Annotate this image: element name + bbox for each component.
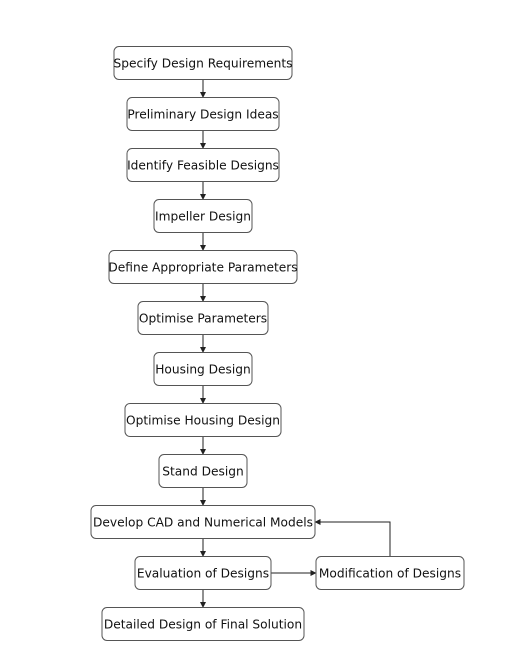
node-box <box>158 454 248 488</box>
node-label: Optimise Parameters <box>139 312 267 326</box>
node-label: Specify Design Requirements <box>114 57 293 71</box>
node-box <box>134 556 272 590</box>
node-specify-design-requirements: Specify Design Requirements <box>113 46 293 80</box>
edge-modify-to-cad <box>314 519 391 557</box>
node-optimise-parameters: Optimise Parameters <box>137 301 269 335</box>
node-optimise-housing-design: Optimise Housing Design <box>124 403 282 437</box>
nodes-layer: Specify Design Requirements Preliminary … <box>90 46 465 641</box>
node-label: Develop CAD and Numerical Models <box>93 516 313 530</box>
node-preliminary-design-ideas: Preliminary Design Ideas <box>126 97 280 131</box>
node-label: Preliminary Design Ideas <box>127 108 278 122</box>
node-identify-feasible-designs: Identify Feasible Designs <box>126 148 280 182</box>
node-box <box>90 505 316 539</box>
node-label: Optimise Housing Design <box>126 414 280 428</box>
node-label: Impeller Design <box>155 210 251 224</box>
node-stand-design: Stand Design <box>158 454 248 488</box>
node-box <box>101 607 305 641</box>
node-label: Identify Feasible Designs <box>127 159 279 173</box>
node-box <box>113 46 293 80</box>
node-box <box>137 301 269 335</box>
node-label: Detailed Design of Final Solution <box>104 618 302 632</box>
node-housing-design: Housing Design <box>153 352 253 386</box>
node-box <box>126 97 280 131</box>
node-box <box>153 352 253 386</box>
node-box <box>108 250 298 284</box>
node-label: Housing Design <box>155 363 251 377</box>
node-label: Define Appropriate Parameters <box>108 261 297 275</box>
node-box <box>126 148 280 182</box>
node-detailed-final-solution: Detailed Design of Final Solution <box>101 607 305 641</box>
node-box <box>315 556 465 590</box>
node-define-appropriate-parameters: Define Appropriate Parameters <box>108 250 298 284</box>
node-modification-of-designs: Modification of Designs <box>315 556 465 590</box>
node-label: Evaluation of Designs <box>137 567 269 581</box>
node-impeller-design: Impeller Design <box>153 199 253 233</box>
node-label: Modification of Designs <box>319 567 461 581</box>
node-evaluation-of-designs: Evaluation of Designs <box>134 556 272 590</box>
node-box <box>153 199 253 233</box>
node-label: Stand Design <box>162 465 243 479</box>
edges-layer <box>200 79 391 608</box>
node-box <box>124 403 282 437</box>
node-develop-cad-models: Develop CAD and Numerical Models <box>90 505 316 539</box>
